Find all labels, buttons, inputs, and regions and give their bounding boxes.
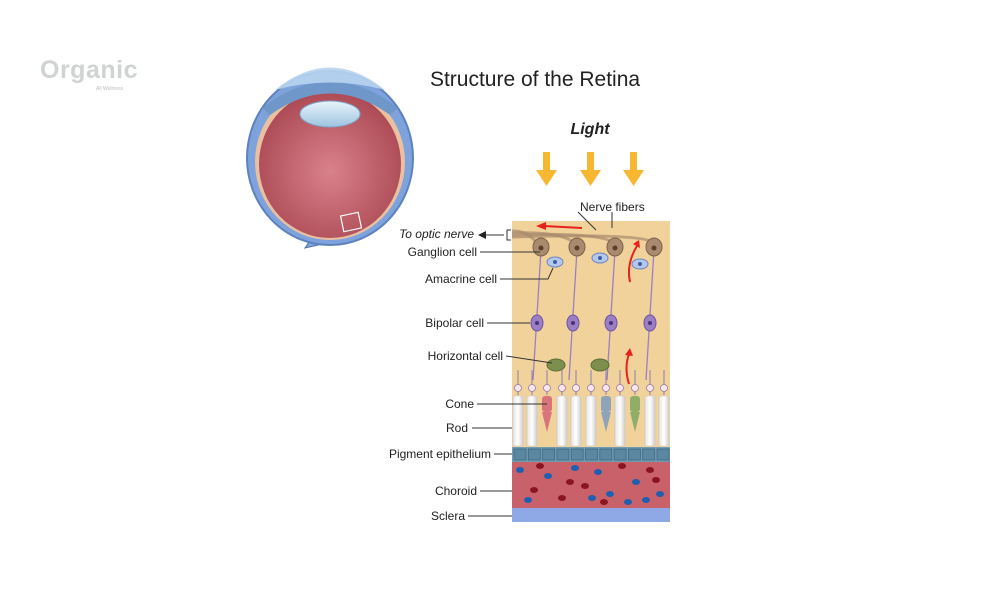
cone-inner (630, 396, 640, 412)
blood-cell (656, 491, 664, 497)
pigment-cell (614, 449, 626, 460)
blood-cell (624, 499, 632, 505)
label-nerve-fibers: Nerve fibers (580, 200, 645, 214)
pigment-cell (543, 449, 555, 460)
rod-cell (586, 396, 596, 446)
blood-cell (618, 463, 626, 469)
brand-logo: Organic All Wellness (40, 56, 138, 85)
blood-cell (544, 473, 552, 479)
horizontal-cell (591, 359, 609, 371)
pigment-cell (528, 449, 540, 460)
blood-cell (606, 491, 614, 497)
amacrine-nucleus (638, 262, 642, 266)
bipolar-nucleus (648, 321, 652, 325)
blood-cell (571, 465, 579, 471)
blood-cell (594, 469, 602, 475)
label-amacrine-cell: Amacrine cell (360, 272, 497, 286)
pigment-cell (586, 449, 598, 460)
blood-cell (516, 467, 524, 473)
bipolar-nucleus (609, 321, 613, 325)
label-rod: Rod (360, 421, 468, 435)
pigment-cells (514, 449, 669, 460)
pigment-cell (557, 449, 569, 460)
label-horizontal-cell: Horizontal cell (360, 349, 503, 363)
blood-cell (642, 497, 650, 503)
receptor-nucleus (544, 385, 551, 392)
blood-cell (558, 495, 566, 501)
receptor-nucleus (603, 385, 610, 392)
label-choroid: Choroid (360, 484, 477, 498)
rod-cell (557, 396, 567, 446)
pigment-cell (571, 449, 583, 460)
light-arrow-3-icon (623, 152, 644, 186)
rod-cell (645, 396, 655, 446)
light-arrow-2-icon (580, 152, 601, 186)
ganglion-nucleus (539, 246, 544, 251)
rod-cell (571, 396, 581, 446)
receptor-nucleus (647, 385, 654, 392)
pigment-cell (643, 449, 655, 460)
blood-cell (588, 495, 596, 501)
light-label: Light (555, 121, 625, 139)
light-arrow-1-icon (536, 152, 557, 186)
ganglion-nucleus (575, 246, 580, 251)
receptor-nucleus (559, 385, 566, 392)
receptor-nucleus (617, 385, 624, 392)
label-sclera: Sclera (360, 509, 465, 523)
blood-cell (524, 497, 532, 503)
ganglion-nucleus (613, 246, 618, 251)
pigment-cell (628, 449, 640, 460)
blood-cell (530, 487, 538, 493)
receptor-nucleus (588, 385, 595, 392)
label-ganglion-cell: Ganglion cell (360, 245, 477, 259)
receptor-nucleus (632, 385, 639, 392)
diagram-title: Structure of the Retina (410, 68, 660, 92)
horizontal-cell (547, 359, 565, 371)
receptor-nucleus (515, 385, 522, 392)
label-bipolar-cell: Bipolar cell (360, 316, 484, 330)
pigment-cell (657, 449, 669, 460)
pigment-cell (600, 449, 612, 460)
label-pigment-epithelium: Pigment epithelium (340, 447, 491, 461)
rod-cell (659, 396, 669, 446)
logo-text: Organic (40, 56, 138, 85)
receptor-nucleus (529, 385, 536, 392)
amacrine-nucleus (598, 256, 602, 260)
receptor-nucleus (573, 385, 580, 392)
light-arrows (536, 152, 644, 186)
eye-illustration (247, 68, 413, 249)
rod-cell (615, 396, 625, 446)
optic-nerve-arrow-icon (478, 231, 486, 239)
blood-cell (536, 463, 544, 469)
label-to-optic-nerve: To optic nerve (360, 227, 474, 241)
bipolar-nucleus (571, 321, 575, 325)
blood-cell (566, 479, 574, 485)
blood-cell (646, 467, 654, 473)
logo-subtext: All Wellness (96, 86, 123, 92)
blood-cell (600, 499, 608, 505)
blood-cell (652, 477, 660, 483)
bipolar-nucleus (535, 321, 539, 325)
amacrine-nucleus (553, 260, 557, 264)
ganglion-nucleus (652, 246, 657, 251)
receptor-nucleus (661, 385, 668, 392)
label-cone: Cone (360, 397, 474, 411)
blood-cell (581, 483, 589, 489)
blood-cell (632, 479, 640, 485)
pigment-cell (514, 449, 526, 460)
cone-inner (601, 396, 611, 412)
